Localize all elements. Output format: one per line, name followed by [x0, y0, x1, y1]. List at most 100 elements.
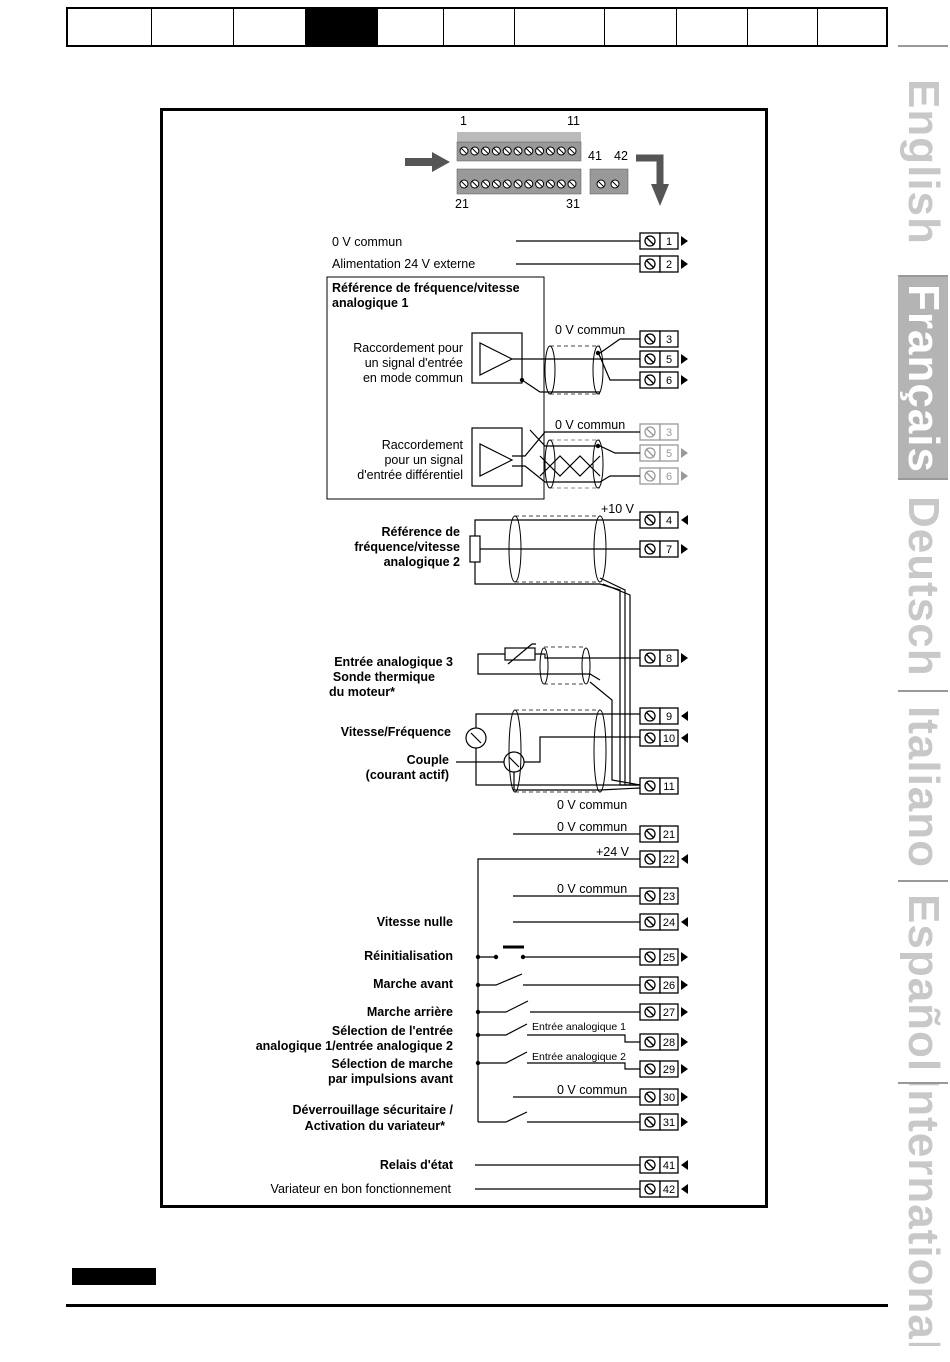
header-tab-3 [234, 9, 307, 45]
label-drive-ok: Variateur en bon fonctionnement [271, 1182, 452, 1196]
language-tab-international[interactable]: International [898, 1082, 948, 1346]
terminal-number: 9 [666, 711, 672, 723]
ref2-line1: Référence de [381, 525, 460, 539]
terminal-3: 3 [639, 423, 679, 441]
label-run-fwd: Marche avant [373, 977, 454, 991]
label-0v-common-21: 0 V commun [557, 820, 627, 834]
arrow-right-icon [681, 448, 688, 458]
language-tab-english[interactable]: English [898, 45, 948, 277]
language-label: Español [899, 893, 948, 1073]
arrow-right-icon [681, 375, 688, 385]
language-tab-deutsch[interactable]: Deutsch [898, 478, 948, 692]
header-tab-5 [378, 9, 445, 45]
connector-illustration: 1 11 21 31 41 42 [405, 114, 669, 211]
language-label: Italiano [899, 705, 948, 869]
arrow-right-icon [681, 236, 688, 246]
footer-block [72, 1268, 156, 1285]
terminal-30: 30 [639, 1088, 688, 1106]
terminal-number: 42 [663, 1184, 675, 1196]
screw-icon [644, 514, 656, 526]
arrow-left-icon [681, 917, 688, 927]
screw-icon [644, 426, 656, 438]
arrow-left-icon [681, 1160, 688, 1170]
screw-icon [644, 470, 656, 482]
terminal-42: 42 [639, 1180, 688, 1198]
footer-rule [66, 1304, 888, 1307]
language-label: Deutsch [899, 495, 948, 677]
label-plus10v: +10 V [601, 502, 635, 516]
terminal-number: 7 [666, 544, 672, 556]
screw-icon [644, 353, 656, 365]
terminal-number: 22 [663, 854, 675, 866]
terminal-5: 5 [639, 444, 688, 462]
ref2-line3: analogique 2 [384, 555, 460, 569]
header-tab-7 [515, 9, 605, 45]
screw-icon [644, 853, 656, 865]
language-tab-español[interactable]: Español [898, 880, 948, 1084]
terminal-9: 9 [639, 707, 688, 725]
screw-icon [644, 1063, 656, 1075]
label-0v-common-a1: 0 V commun [555, 323, 625, 337]
arrow-right-icon [681, 1092, 688, 1102]
diff-line3: d'entrée différentiel [357, 468, 463, 482]
amplifier-differential-icon [471, 427, 640, 487]
arrow-right-icon [681, 952, 688, 962]
terminal-41: 41 [639, 1156, 688, 1174]
insert-arrow-icon [405, 152, 450, 172]
diagram-frame [160, 108, 768, 1208]
header-tab-10 [748, 9, 819, 45]
label-run-rev: Marche arrière [367, 1005, 453, 1019]
terminal-number: 1 [666, 236, 672, 248]
screw-icon [644, 890, 656, 902]
header-tab-8 [605, 9, 677, 45]
arrow-right-icon [681, 653, 688, 663]
terminal-number: 5 [666, 448, 672, 460]
ain3-line3: du moteur* [329, 685, 395, 699]
screw-icon [644, 951, 656, 963]
screw-icon [644, 710, 656, 722]
terminal-1: 1 [639, 232, 688, 250]
down-arrow-icon [651, 184, 669, 206]
label-0v-common-30: 0 V commun [557, 1083, 627, 1097]
terminal-number: 11 [663, 781, 674, 793]
terminal-number: 4 [666, 515, 672, 527]
arrow-right-icon [681, 1117, 688, 1127]
label-plus24v: +24 V [596, 845, 630, 859]
terminal-number: 24 [663, 917, 675, 929]
arrow-right-icon [681, 980, 688, 990]
screw-icon [644, 374, 656, 386]
terminal-22: 22 [639, 850, 688, 868]
enable-line2: Activation du variateur* [305, 1119, 445, 1133]
terminal-6: 6 [639, 371, 688, 389]
screw-icon [644, 916, 656, 928]
ain-select-line1: Sélection de l'entrée [332, 1024, 453, 1038]
terminal-7: 7 [639, 540, 688, 558]
language-tab-italiano[interactable]: Italiano [898, 690, 948, 882]
screw-icon [644, 1159, 656, 1171]
screw-icon [644, 1036, 656, 1048]
terminal-5: 5 [639, 350, 688, 368]
terminal-3: 3 [639, 330, 679, 348]
terminal-10: 10 [639, 729, 688, 747]
terminal-number: 27 [663, 1007, 675, 1019]
common-mode-line3: en mode commun [363, 371, 463, 385]
terminal-28: 28 [639, 1033, 688, 1051]
label-ext-24v: Alimentation 24 V externe [332, 257, 475, 271]
header-tab-4 [306, 9, 379, 45]
header-tab-2 [152, 9, 234, 45]
diff-line1: Raccordement [382, 438, 464, 452]
label-0v-common-23: 0 V commun [557, 882, 627, 896]
terminal-number: 25 [663, 952, 675, 964]
label-0v-common: 0 V commun [332, 235, 402, 249]
screw-icon [644, 258, 656, 270]
header-tab-1 [68, 9, 152, 45]
terminal-number: 5 [666, 354, 672, 366]
terminal-number: 41 [663, 1160, 675, 1172]
terminal-8: 8 [639, 649, 688, 667]
language-tab-français[interactable]: Français [898, 275, 948, 480]
label-0v-common-diff: 0 V commun [555, 418, 625, 432]
terminal-number: 23 [663, 891, 675, 903]
ain3-line1: Entrée analogique 3 [334, 655, 453, 669]
screw-icon [644, 1006, 656, 1018]
